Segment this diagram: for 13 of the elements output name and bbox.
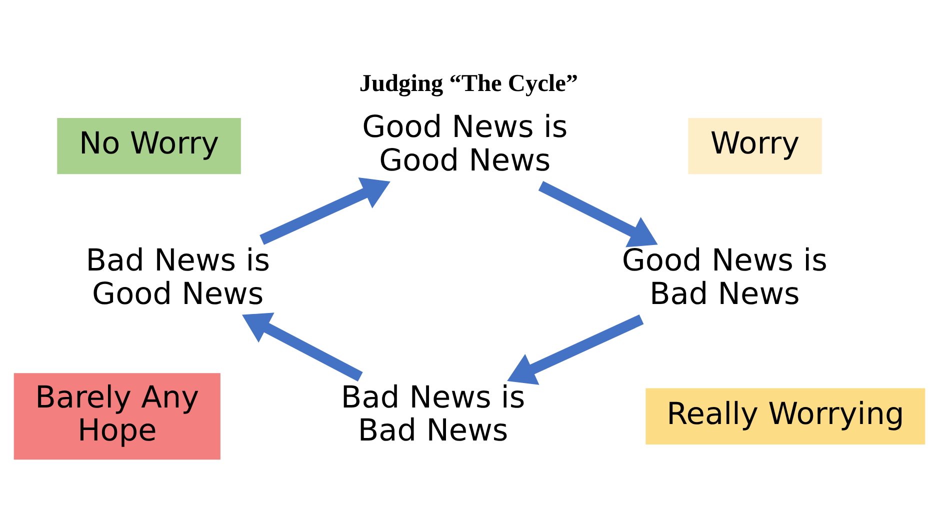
node-box: Barely Any Hope: [14, 372, 220, 460]
arrow: [538, 180, 658, 247]
arrow: [507, 314, 644, 384]
node-text: Good News is Bad News: [622, 243, 828, 312]
node-text: Good News is Good News: [362, 109, 568, 178]
node-text: Bad News is Good News: [86, 243, 270, 312]
arrow: [242, 312, 363, 382]
node-text: Bad News is Bad News: [340, 380, 526, 448]
diagram-title: Judging “The Cycle”: [359, 70, 578, 97]
arrow: [260, 177, 390, 244]
node-box: Really Worrying: [646, 388, 926, 444]
node-box: No Worry: [57, 117, 241, 174]
node-box: Worry: [688, 117, 822, 174]
